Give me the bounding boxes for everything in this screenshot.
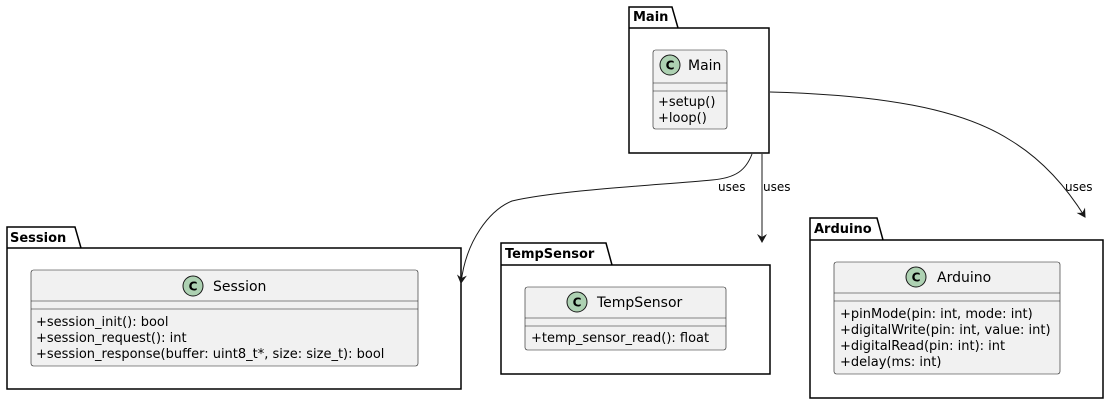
class-session-box [30,269,419,367]
class-tempsensor-member: +temp_sensor_read(): float [531,331,709,346]
class-main[interactable]: C Main +setup() +loop() [652,49,728,130]
package-arduino-frame [809,217,1104,399]
class-session[interactable]: C Session +session_init(): bool +session… [30,269,419,367]
class-tempsensor-circle-icon [566,291,588,313]
class-arduino[interactable]: C Arduino +pinMode(pin: int, mode: int) … [833,261,1061,375]
class-arduino-stereotype-letter: C [912,271,921,285]
class-arduino-member: +delay(ms: int) [840,355,941,370]
relation-main-session-arrow [456,153,753,284]
class-arduino-member: +digitalRead(pin: int): int [840,339,1005,354]
package-tempsensor-name: TempSensor [505,247,595,262]
class-session-member: +session_response(buffer: uint8_t*, size… [36,347,384,362]
class-main-circle-icon [659,54,681,76]
package-main-frame [628,6,770,154]
package-tempsensor[interactable]: TempSensor C TempSensor +temp_sensor_rea… [500,242,771,375]
relation-main-session[interactable]: uses [456,153,753,284]
package-session-name: Session [10,231,66,246]
relation-main-tempsensor[interactable]: uses [757,154,791,243]
class-arduino-circle-icon [905,266,927,288]
class-arduino-box [833,261,1061,375]
class-session-stereotype-letter: C [189,280,198,294]
relation-main-arduino-arrow [769,91,1086,218]
class-tempsensor[interactable]: C TempSensor +temp_sensor_read(): float [524,286,727,351]
class-main-name: Main [688,58,721,74]
class-session-member: +session_request(): int [36,331,187,346]
class-main-stereotype-letter: C [666,59,675,73]
class-arduino-member: +pinMode(pin: int, mode: int) [840,307,1033,322]
class-arduino-name: Arduino [937,270,991,286]
class-tempsensor-stereotype-letter: C [573,296,582,310]
class-tempsensor-name: TempSensor [596,295,683,311]
relation-main-tempsensor-label: uses [763,180,791,194]
class-session-name: Session [213,279,266,295]
class-session-circle-icon [182,275,204,297]
package-session-frame [6,226,462,390]
relation-main-arduino[interactable]: uses [769,91,1093,218]
class-main-member: +setup() [658,95,715,110]
class-arduino-member: +digitalWrite(pin: int, value: int) [840,323,1051,338]
package-arduino-name: Arduino [814,222,872,237]
class-main-member: +loop() [658,111,707,126]
package-tempsensor-frame [500,242,771,375]
package-main[interactable]: Main C Main +setup() +loop() [628,6,770,154]
class-session-member: +session_init(): bool [36,315,169,330]
relation-main-arduino-label: uses [1065,180,1093,194]
package-main-name: Main [633,10,668,25]
relation-main-session-label: uses [718,180,746,194]
package-arduino[interactable]: Arduino C Arduino +pinMode(pin: int, mod… [809,217,1104,399]
package-session[interactable]: Session C Session +session_init(): bool … [6,226,462,390]
